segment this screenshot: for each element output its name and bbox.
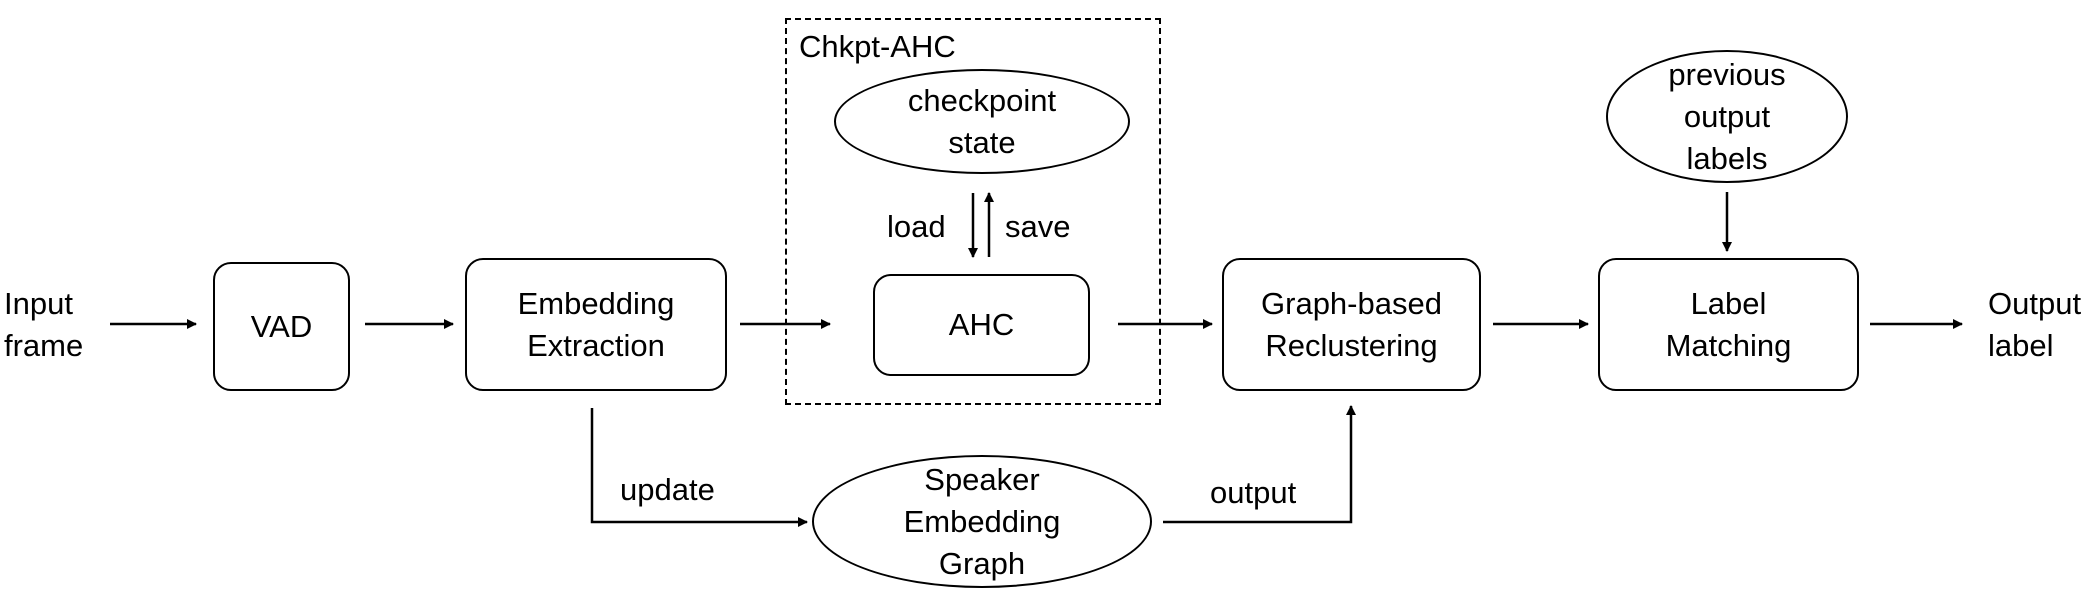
speaker-embedding-graph-ellipse: Speaker Embedding Graph (812, 455, 1152, 588)
load-label: load (887, 209, 946, 244)
vad-box: VAD (213, 262, 350, 391)
input-frame-label: Input frame (4, 286, 84, 363)
embedding-extraction-box: Embedding Extraction (465, 258, 727, 391)
ahc-label: AHC (948, 307, 1015, 342)
save-label: save (1005, 209, 1071, 244)
chkpt-ahc-title: Chkpt-AHC (799, 29, 956, 64)
chkpt-ahc-group (785, 18, 1161, 405)
arrow-graph-output-to-reclustering (1163, 405, 1356, 524)
ahc-box: AHC (873, 274, 1090, 376)
previous-output-labels-ellipse: previous output labels (1606, 50, 1848, 183)
embedding-extraction-label: Embedding Extraction (517, 285, 675, 363)
previous-output-labels-label: previous output labels (1668, 56, 1786, 176)
output-label-text: Output label (1988, 286, 2082, 363)
output-edge-label: output (1210, 475, 1297, 510)
graph-reclustering-box: Graph-based Reclustering (1222, 258, 1481, 391)
vad-label: VAD (250, 308, 313, 344)
arrow-embedding-update-to-graph (590, 408, 808, 527)
update-label: update (620, 472, 715, 507)
graph-reclustering-label: Graph-based Reclustering (1261, 285, 1442, 363)
label-matching-box: Label Matching (1598, 258, 1859, 391)
label-matching-label: Label Matching (1665, 285, 1792, 363)
checkpoint-state-ellipse: checkpoint state (834, 69, 1130, 174)
checkpoint-state-label: checkpoint state (907, 82, 1057, 160)
speaker-embedding-graph-label: Speaker Embedding Graph (903, 461, 1061, 581)
